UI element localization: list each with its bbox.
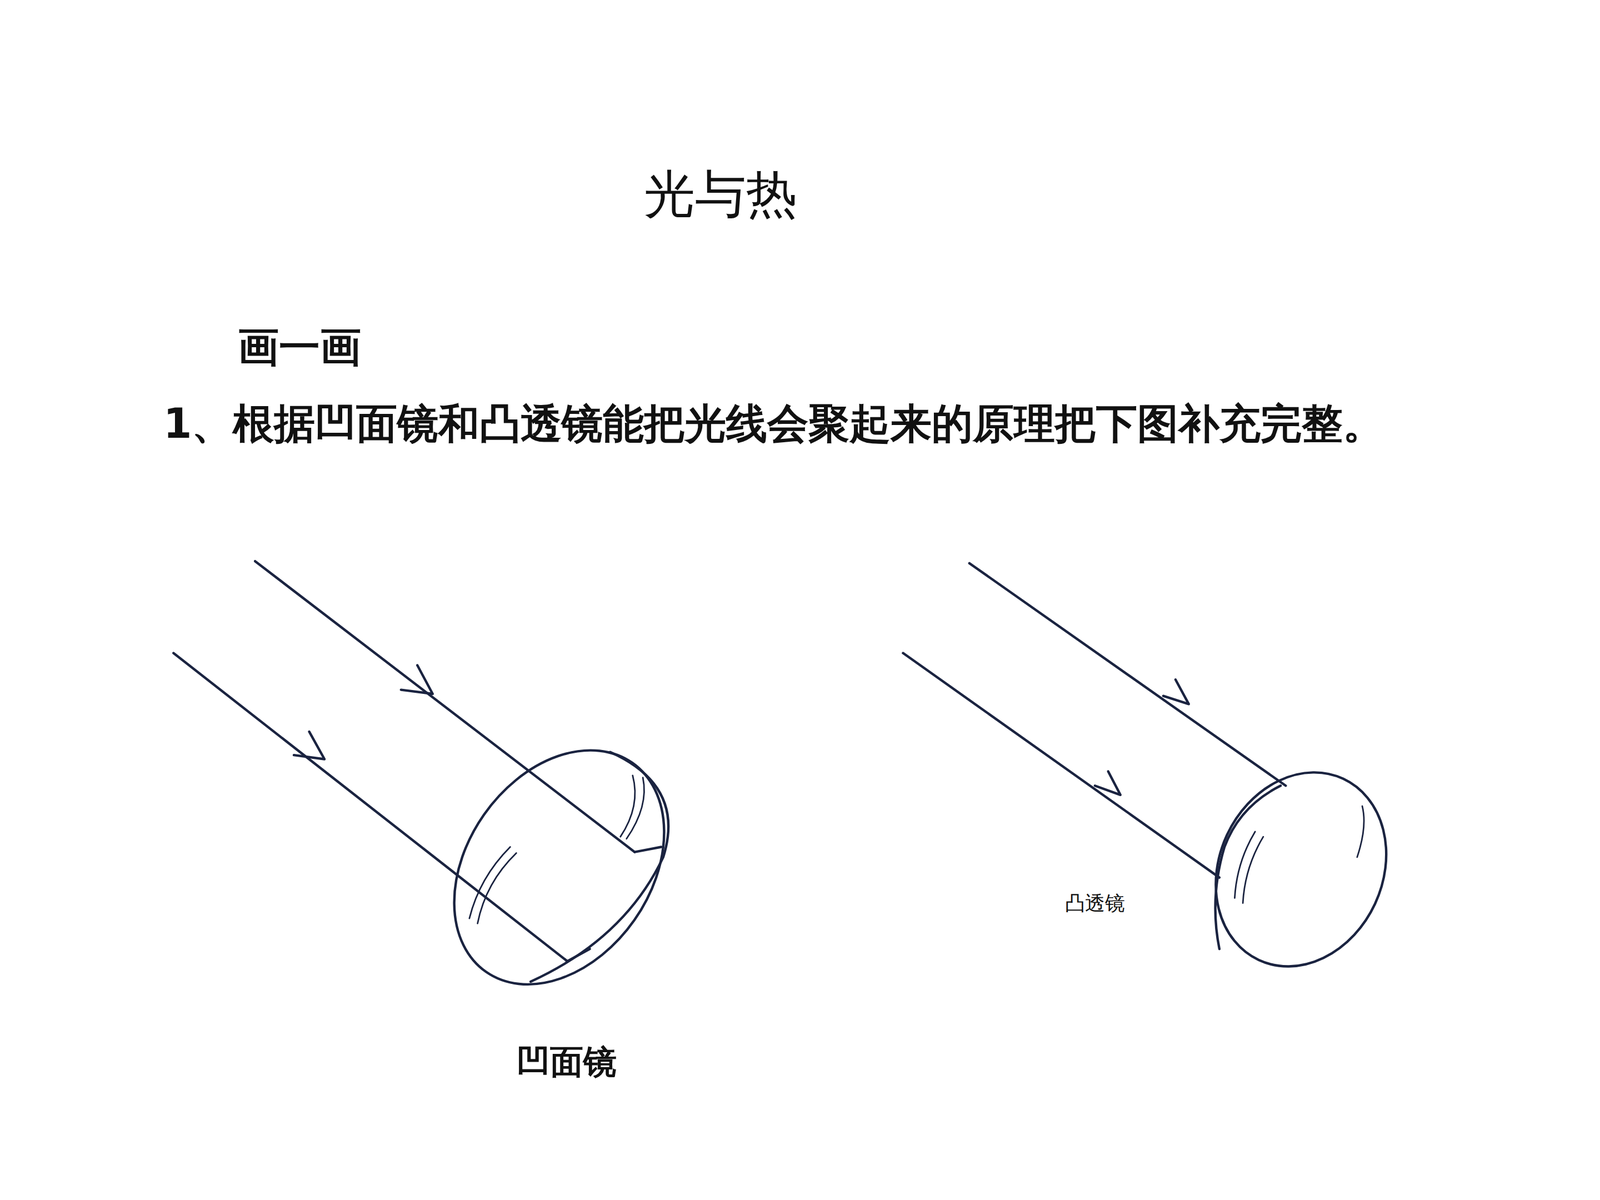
question-text: 1、根据凹面镜和凸透镜能把光线会聚起来的原理把下图补充完整。 [163, 398, 1385, 449]
page-title: 光与热 [643, 163, 798, 225]
figure-label: 凹面镜 [516, 1041, 617, 1082]
section-heading: 画一画 [237, 322, 362, 372]
light-ray [173, 561, 635, 962]
concave-mirror [410, 710, 708, 1025]
figure-label: 凸透镜 [1065, 891, 1125, 915]
convex-lens [1185, 744, 1418, 995]
